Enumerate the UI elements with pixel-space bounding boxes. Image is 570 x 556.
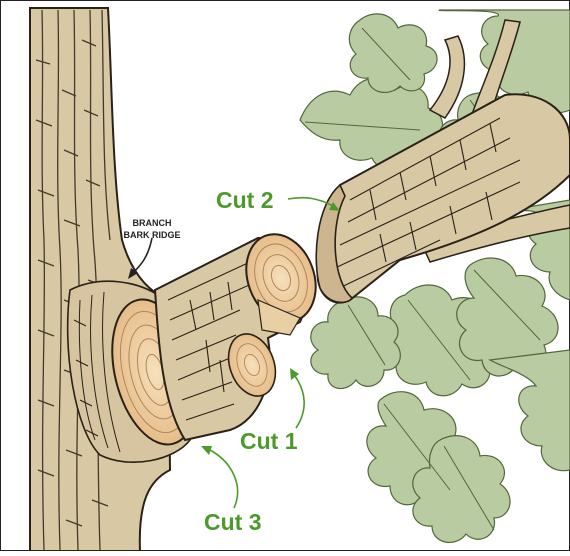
cut1-label: Cut 1 [240,428,298,454]
cut2-label: Cut 2 [216,187,274,213]
ridge-label-line1: BRANCH [133,218,172,228]
cut3-label: Cut 3 [204,509,262,535]
ridge-label-line2: BARK RIDGE [123,230,180,240]
